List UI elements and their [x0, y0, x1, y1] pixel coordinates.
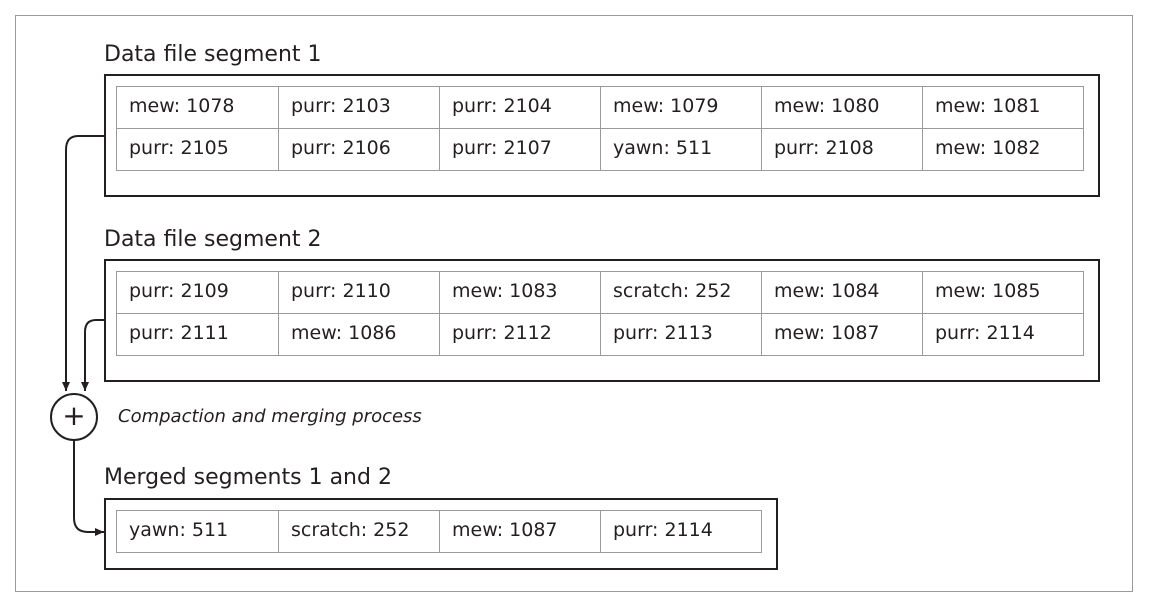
- record-cell: scratch: 252: [278, 511, 439, 552]
- record-cell: purr: 2114: [922, 314, 1083, 355]
- record-cell: mew: 1087: [439, 511, 600, 552]
- segment2-to-merge-arrow: [81, 319, 106, 391]
- record-cell: purr: 2107: [439, 129, 600, 170]
- record-cell: scratch: 252: [600, 272, 761, 313]
- segment-1-title: Data file segment 1: [104, 42, 322, 67]
- figure-frame: [15, 15, 1133, 592]
- record-cell: purr: 2106: [278, 129, 439, 170]
- record-cell: mew: 1087: [761, 314, 922, 355]
- record-cell: mew: 1079: [600, 87, 761, 128]
- merged-title: Merged segments 1 and 2: [104, 465, 392, 490]
- record-cell: mew: 1084: [761, 272, 922, 313]
- record-cell: mew: 1082: [922, 129, 1083, 170]
- record-cell: purr: 2109: [129, 280, 229, 302]
- merge-caption: Compaction and merging process: [118, 406, 422, 427]
- record-cell: yawn: 511: [600, 129, 761, 170]
- record-cell: mew: 1078: [129, 95, 235, 117]
- record-cell: yawn: 511: [129, 519, 229, 541]
- record-cell: mew: 1081: [922, 87, 1083, 128]
- record-cell: mew: 1085: [922, 272, 1083, 313]
- record-cell: purr: 2110: [278, 272, 439, 313]
- record-cell: mew: 1080: [761, 87, 922, 128]
- record-cell: purr: 2103: [278, 87, 439, 128]
- record-cell: purr: 2105: [129, 137, 229, 159]
- record-cell: mew: 1083: [439, 272, 600, 313]
- segment1-to-merge-arrow: [62, 135, 106, 391]
- figure-caption-cut: [60, 592, 1100, 614]
- merge-to-output-arrow: [73, 441, 104, 536]
- record-cell: purr: 2112: [439, 314, 600, 355]
- record-cell: purr: 2114: [600, 511, 761, 552]
- record-cell: purr: 2108: [761, 129, 922, 170]
- record-cell: purr: 2113: [600, 314, 761, 355]
- record-cell: mew: 1086: [278, 314, 439, 355]
- segment-2-title: Data file segment 2: [104, 227, 322, 252]
- merge-plus-icon: +: [50, 393, 98, 441]
- record-cell: purr: 2111: [129, 322, 229, 344]
- record-cell: purr: 2104: [439, 87, 600, 128]
